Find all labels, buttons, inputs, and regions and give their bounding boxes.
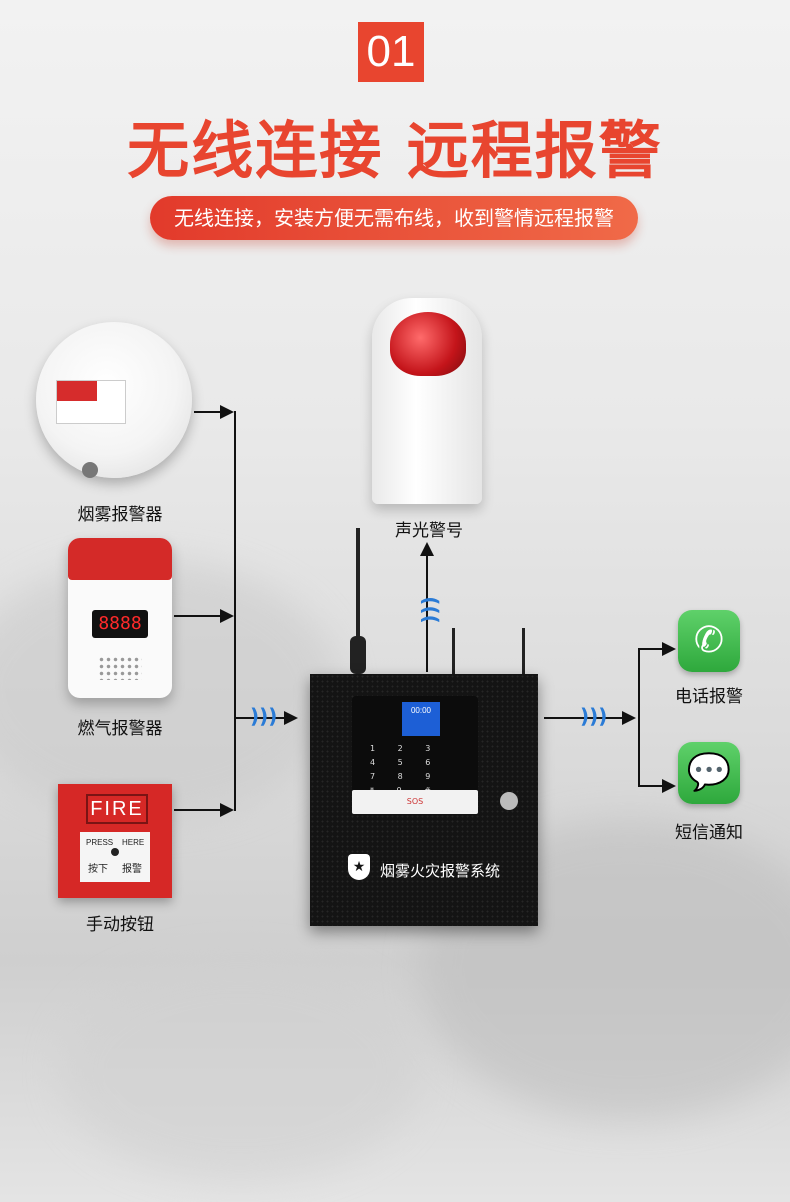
sms-notify-label: 短信通知 <box>675 823 743 843</box>
wifi-icon: ))) <box>580 704 608 728</box>
gas-display: 8888 <box>92 610 148 638</box>
key-lock-icon <box>500 792 518 810</box>
smoke-detector-label: 烟雾报警器 <box>77 505 163 525</box>
subtitle-banner: 无线连接，安装方便无需布线，收到警情远程报警 <box>150 196 638 240</box>
page-title: 无线连接 远程报警 <box>127 114 663 187</box>
manual-button-label: 手动按钮 <box>86 915 154 935</box>
section-number-badge: 01 <box>358 22 424 82</box>
panel-clock: 00:00 <box>410 706 432 715</box>
sms-icon: 💬 <box>678 742 740 804</box>
fire-here-cn: 报警 <box>122 864 142 875</box>
smoke-detector-image <box>36 322 192 478</box>
fire-press-text: PRESS <box>86 838 114 847</box>
gas-detector-image: 8888 <box>68 538 172 698</box>
manual-fire-button-image: FIRE PRESS HERE 按下 报警 <box>58 784 172 898</box>
panel-screen: 00:00 <box>402 702 440 736</box>
phone-alarm-label: 电话报警 <box>675 687 743 707</box>
fire-here-text: HERE <box>122 838 145 847</box>
panel-title: 烟雾火灾报警系统 <box>380 862 501 880</box>
wifi-icon: ))) <box>417 596 442 624</box>
panel-sos-bar: SOS <box>352 790 478 814</box>
alarm-control-panel: 00:00 1 2 3 4 5 6 7 8 9 * 0 # SOS ★ 烟雾火灾… <box>310 674 538 926</box>
shield-icon: ★ <box>348 854 370 880</box>
siren-label: 声光警号 <box>395 521 463 541</box>
siren-image <box>372 298 482 504</box>
gas-detector-label: 燃气报警器 <box>77 719 163 739</box>
fire-press-cn: 按下 <box>88 864 108 875</box>
fire-text: FIRE <box>86 794 148 824</box>
phone-icon: ✆ <box>678 610 740 672</box>
wifi-icon: ))) <box>250 704 278 728</box>
